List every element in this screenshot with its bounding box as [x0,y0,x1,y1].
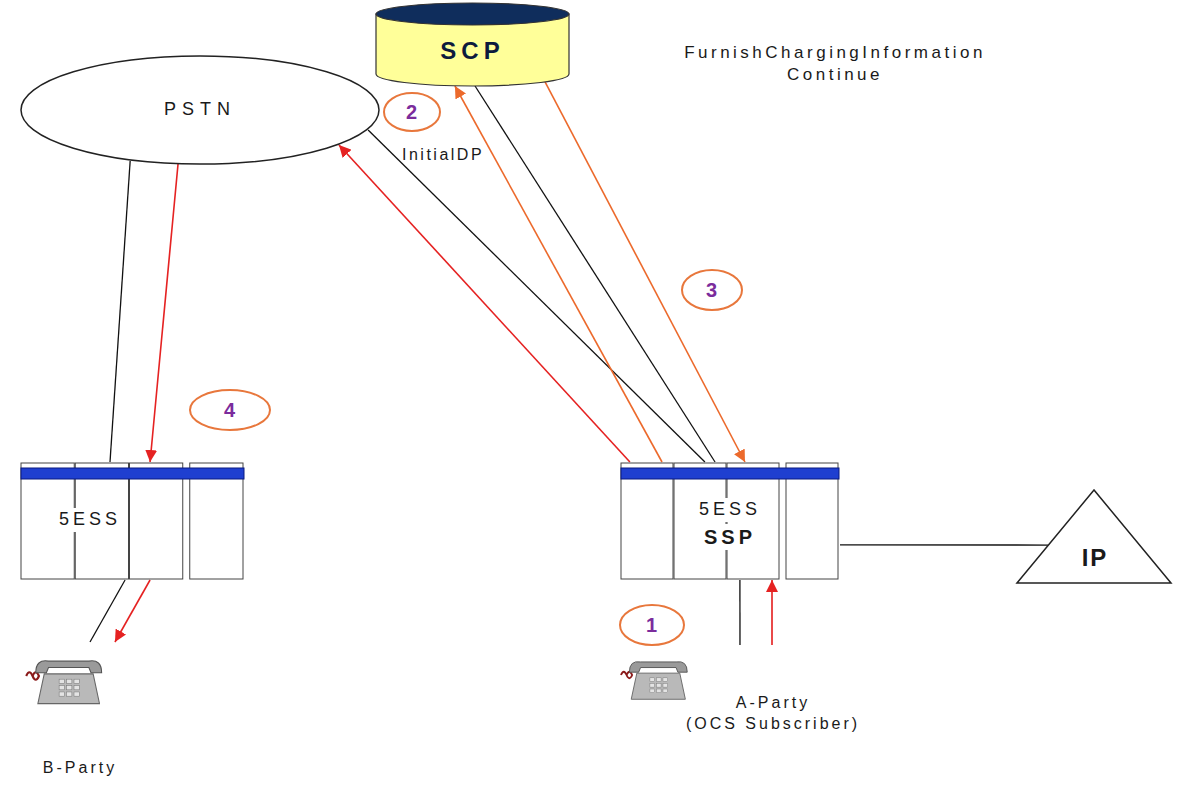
telephone-handset [36,661,102,673]
text-area: IP [1065,538,1125,578]
message-label: InitialDP [402,145,484,166]
connector [840,544,1048,545]
node-text: 5ESS [56,508,124,532]
telephone-key [656,678,661,682]
telephone-body [38,674,100,704]
telephone-cord [621,672,632,679]
node-text: SCP [440,37,504,66]
connector [545,82,745,462]
connector [771,580,773,645]
telephone-key [67,679,72,683]
connector [110,161,130,462]
cylinder-top [376,3,569,25]
network-ellipse [21,56,379,164]
telephone-key [650,683,655,687]
telephone-key [663,683,668,687]
telephone-key [59,679,64,683]
connector [455,86,662,462]
text-area: 5ESS [35,502,145,538]
text-area: B-Party [15,754,145,782]
connector [739,580,740,645]
ip-triangle: IP [1015,488,1173,585]
node-text: 5ESS [696,498,764,522]
scp-cylinder: SCP [375,2,570,86]
telephone-key [650,689,655,693]
connector [115,580,150,642]
node-text: A-Party [736,693,810,712]
switch-5ess: 5ESS [20,462,245,580]
peripheral-triangle [1017,490,1171,583]
switch-frame [190,463,243,579]
text-area: 5ESSSSP [650,484,810,564]
node-text: B-Party [43,758,117,777]
callout-number: 2 [406,99,417,125]
telephone-icon [23,644,108,708]
telephone-key [74,692,79,696]
callout-ellipse [384,93,440,131]
node-text: SSP [701,524,759,550]
telephone-cord [26,672,39,679]
switch-bar [21,468,244,479]
telephone-key [663,689,668,693]
callout-number: 4 [224,397,235,423]
switch-frame [130,463,183,579]
callout-number: 1 [646,612,657,638]
telephone-key [67,692,72,696]
connector-group [90,82,1048,645]
node-text: (OCS Subscriber) [686,714,860,733]
switch-bar [621,468,839,479]
telephone-party: A-Party (OCS Subscriber) [615,645,865,745]
pstn-cloud: PSTN [20,55,380,165]
callout-ellipse [682,270,742,310]
text-area: PSTN [60,75,340,145]
callout-ellipse [190,390,270,430]
telephone-key [59,686,64,690]
telephone-key [656,689,661,693]
text-area: SCP [385,28,560,74]
switch-ssp: 5ESSSSP [620,462,840,580]
connector [475,86,715,462]
connector [368,130,705,462]
telephone-key [74,686,79,690]
telephone-key [656,683,661,687]
node-text: PSTN [164,99,236,121]
callout-ellipse [620,605,684,645]
text-area: A-Party (OCS Subscriber) [683,685,863,741]
telephone-body [631,673,685,699]
telephone-key [67,686,72,690]
connector [150,164,178,462]
connector [339,145,630,462]
telephone-key [74,679,79,683]
message-label: FurnishChargingInformation Continue [655,42,1015,86]
switch-frame [786,463,838,579]
callout-number: 3 [706,277,717,303]
node-text: IP [1082,544,1109,573]
telephone-handset [629,662,687,673]
telephone-icon [618,647,693,703]
switch-frame [621,463,673,579]
telephone-key [650,678,655,682]
telephone-key [663,678,668,682]
telephone-party: B-Party [15,642,145,787]
telephone-key [59,692,64,696]
switch-outline [20,462,245,580]
